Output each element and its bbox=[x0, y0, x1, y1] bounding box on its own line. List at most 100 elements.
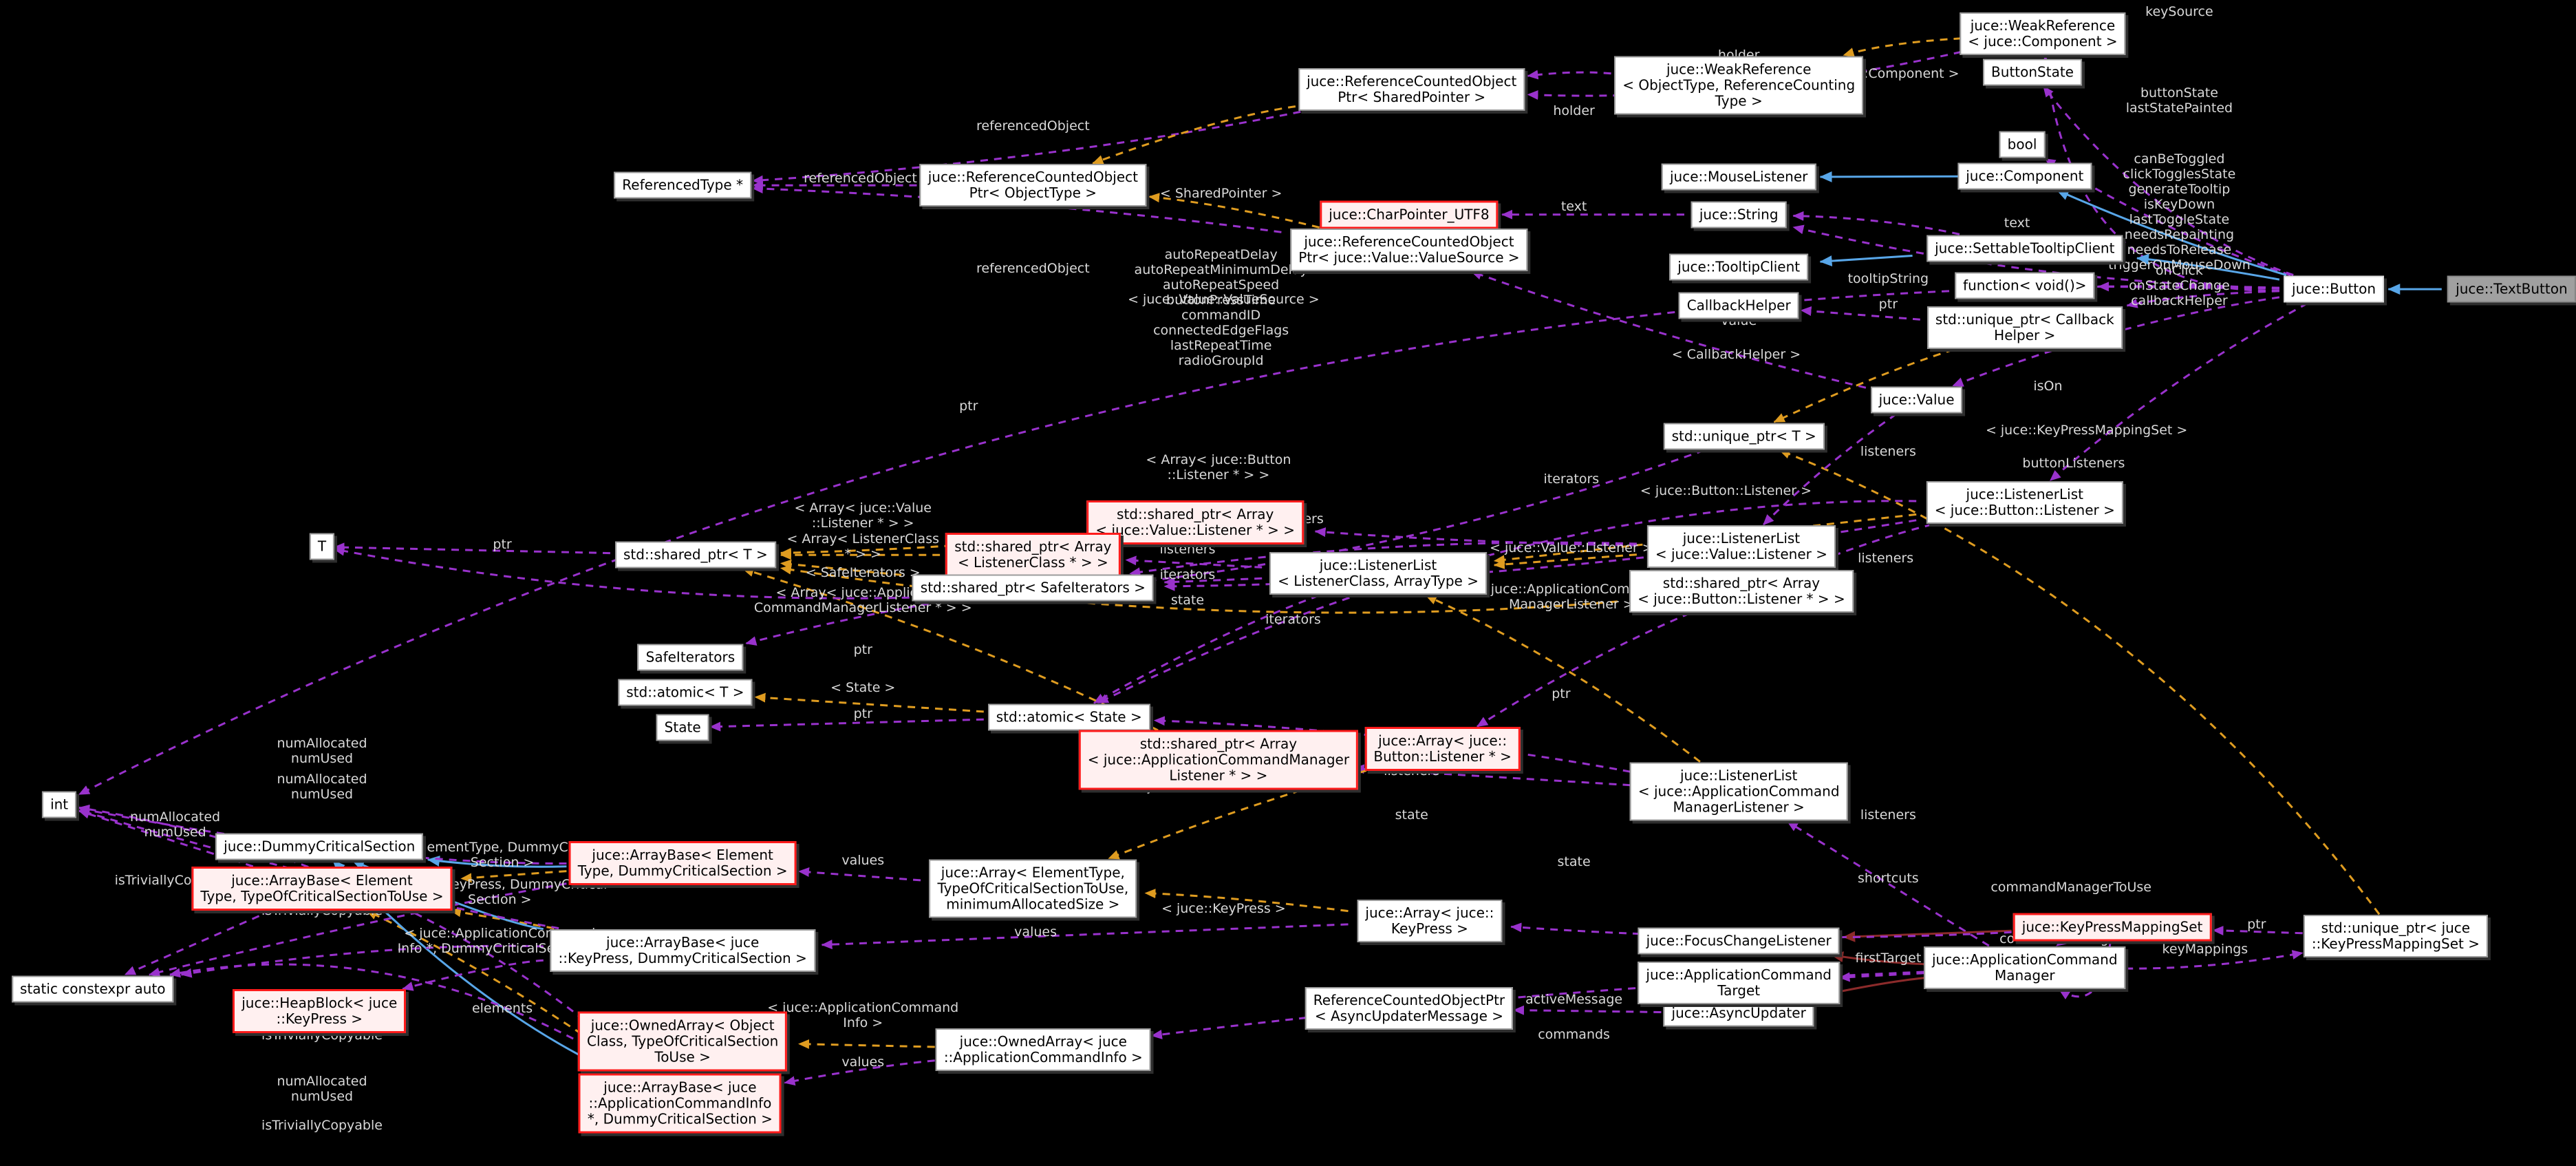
node-listenerlist-value[interactable]: juce::ListenerList< juce::Value::Listene… bbox=[1646, 525, 1836, 569]
node-unique-kpms[interactable]: std::unique_ptr< juce::KeyPressMappingSe… bbox=[2303, 915, 2488, 958]
edge-label-line: activeMessage bbox=[1525, 991, 1623, 1007]
node-shared-safeiterators[interactable]: std::shared_ptr< SafeIterators > bbox=[912, 574, 1154, 602]
node-weakref-component[interactable]: juce::WeakReference< juce::Component > bbox=[1960, 12, 2126, 56]
node-tooltipclient[interactable]: juce::TooltipClient bbox=[1669, 253, 1809, 281]
node-shared-acml[interactable]: std::shared_ptr< Array< juce::Applicatio… bbox=[1078, 730, 1359, 790]
node-shared-listenerclass[interactable]: std::shared_ptr< Array< ListenerClass * … bbox=[945, 533, 1121, 577]
node-shared-value-listener[interactable]: std::shared_ptr< Array< juce::Value::Lis… bbox=[1086, 500, 1304, 544]
node-label-line: std::shared_ptr< Array bbox=[1117, 505, 1274, 522]
edge-label: referencedObject bbox=[976, 118, 1090, 134]
node-label-line: Target bbox=[1717, 982, 1761, 999]
node-atomic-state[interactable]: std::atomic< State > bbox=[987, 703, 1150, 731]
node-component[interactable]: juce::Component bbox=[1957, 162, 2092, 190]
edge-asyncupdater-to-refcounted-asyncmsg bbox=[1513, 1005, 1662, 1015]
node-array-keypress[interactable]: juce::Array< juce::KeyPress > bbox=[1357, 900, 1503, 943]
node-array-btn-listener[interactable]: juce::Array< juce::Button::Listener * > bbox=[1364, 726, 1521, 771]
node-charpointer[interactable]: juce::CharPointer_UTF8 bbox=[1320, 200, 1499, 229]
node-label-line: State bbox=[664, 719, 701, 736]
node-heapblock[interactable]: juce::HeapBlock< juce::KeyPress > bbox=[233, 988, 407, 1033]
node-label-line: std::unique_ptr< Callback bbox=[1935, 311, 2114, 328]
edge-label: text bbox=[1561, 199, 1587, 214]
edge-label-line: canBeToggled bbox=[2134, 151, 2225, 167]
node-string[interactable]: juce::String bbox=[1690, 201, 1787, 229]
node-value-box[interactable]: juce::Value bbox=[1870, 386, 1963, 414]
node-int-box[interactable]: int bbox=[42, 791, 77, 818]
node-shared-t[interactable]: std::shared_ptr< T > bbox=[614, 541, 776, 569]
edge-label-line: onStateChange bbox=[2129, 278, 2230, 294]
node-callbackhelper[interactable]: CallbackHelper bbox=[1678, 292, 1799, 319]
node-focuschange[interactable]: juce::FocusChangeListener bbox=[1638, 927, 1840, 955]
node-label-line: Class, TypeOfCriticalSection bbox=[587, 1032, 779, 1050]
node-textbutton[interactable]: juce::TextButton bbox=[2447, 275, 2576, 303]
node-buttonstate[interactable]: ButtonState bbox=[1983, 59, 2082, 86]
node-kpms[interactable]: juce::KeyPressMappingSet bbox=[2012, 913, 2212, 942]
node-function-void[interactable]: function< void()> bbox=[1955, 272, 2095, 299]
node-button[interactable]: juce::Button bbox=[2284, 275, 2385, 303]
edge-label-line: < juce::ApplicationCommand bbox=[404, 926, 596, 942]
node-label-line: juce::HeapBlock< juce bbox=[242, 994, 398, 1011]
node-t-box[interactable]: T bbox=[309, 533, 335, 560]
node-settabletooltip[interactable]: juce::SettableTooltipClient bbox=[1926, 235, 2123, 262]
node-dummycritical[interactable]: juce::DummyCriticalSection bbox=[215, 833, 424, 860]
edge-label-line: < juce::ApplicationCommand bbox=[767, 1000, 959, 1016]
node-label-line: ::KeyPress, DummyCriticalSection > bbox=[558, 949, 807, 966]
edge-label-line: text bbox=[1560, 198, 1587, 214]
edge-label-line: listeners bbox=[1159, 541, 1216, 557]
node-arraybase-aci[interactable]: juce::ArrayBase< juce::ApplicationComman… bbox=[578, 1073, 782, 1134]
edge-label: buttonListeners bbox=[2022, 456, 2125, 471]
edge-label: holder bbox=[1553, 103, 1595, 118]
node-atomic-t[interactable]: std::atomic< T > bbox=[618, 679, 753, 706]
node-listenerlist-acml[interactable]: juce::ListenerList< juce::ApplicationCom… bbox=[1629, 762, 1848, 821]
edge-label-line: < juce::KeyPressMappingSet > bbox=[1985, 423, 2188, 438]
node-listenerlist-generic[interactable]: juce::ListenerList< ListenerClass, Array… bbox=[1269, 552, 1487, 595]
node-array-generic[interactable]: juce::Array< ElementType,TypeOfCriticalS… bbox=[929, 859, 1137, 918]
node-shared-btn-listener[interactable]: std::shared_ptr< Array< juce::Button::Li… bbox=[1629, 569, 1854, 613]
edge-label: < SafeIterators > bbox=[806, 565, 921, 580]
node-state-box[interactable]: State bbox=[656, 714, 709, 741]
node-bool[interactable]: bool bbox=[1999, 131, 2046, 158]
node-label-line: < juce::ApplicationCommand bbox=[1638, 783, 1840, 800]
edge-label: isTriviallyCopyable bbox=[261, 1118, 383, 1133]
node-label-line: function< void()> bbox=[1963, 277, 2087, 294]
edge-label-line: referencedObject bbox=[976, 260, 1090, 276]
edge-label: < juce::KeyPress > bbox=[1161, 901, 1286, 916]
edge-owned-aci-to-arraybase-aci bbox=[784, 1059, 935, 1086]
edge-appcmdmanager-to-listenerlist-acml bbox=[1787, 820, 1990, 947]
edge-label-line: Info > bbox=[843, 1015, 883, 1031]
node-refcounted-asyncmsg[interactable]: ReferenceCountedObjectPtr< AsyncUpdaterM… bbox=[1305, 987, 1514, 1030]
node-arraybase-keypress[interactable]: juce::ArrayBase< juce::KeyPress, DummyCr… bbox=[550, 929, 815, 972]
edge-label-line: isKeyDown bbox=[2143, 197, 2215, 213]
edge-label-line: ptr bbox=[493, 537, 512, 553]
edge-label-line: numUsed bbox=[290, 1089, 354, 1105]
node-label-line: ToUse > bbox=[654, 1048, 711, 1066]
node-weakref-objtype[interactable]: juce::WeakReference< ObjectType, Referen… bbox=[1614, 56, 1864, 115]
node-label-line: < juce::Button::Listener > bbox=[1934, 502, 2115, 519]
edge-unique-callbackhelper-to-unique-t bbox=[1773, 348, 1954, 423]
edge-label: state bbox=[1395, 807, 1428, 823]
node-mouselistener[interactable]: juce::MouseListener bbox=[1662, 163, 1816, 191]
node-listenerlist-button[interactable]: juce::ListenerList< juce::Button::Listen… bbox=[1926, 481, 2123, 524]
edge-label-line: shortcuts bbox=[1858, 870, 1919, 886]
edge-label: iterators bbox=[1160, 567, 1216, 582]
edge-button-to-unique-callbackhelper bbox=[2126, 290, 2279, 308]
edge-value-box-to-listenerlist-value bbox=[1762, 413, 1897, 526]
node-referencedtype[interactable]: ReferencedType * bbox=[614, 171, 752, 199]
node-unique-t[interactable]: std::unique_ptr< T > bbox=[1663, 423, 1825, 450]
node-owned-aci[interactable]: juce::OwnedArray< juce::ApplicationComma… bbox=[935, 1028, 1151, 1071]
node-label-line: juce::Component bbox=[1966, 167, 2084, 184]
node-asyncupdater[interactable]: juce::AsyncUpdater bbox=[1663, 999, 1814, 1027]
edge-button-to-bool bbox=[2044, 158, 2291, 277]
node-safeiterators[interactable]: SafeIterators bbox=[637, 644, 744, 671]
node-static-auto[interactable]: static constexpr auto bbox=[12, 975, 174, 1002]
edge-owned-aci-to-owned-generic bbox=[798, 1039, 935, 1049]
